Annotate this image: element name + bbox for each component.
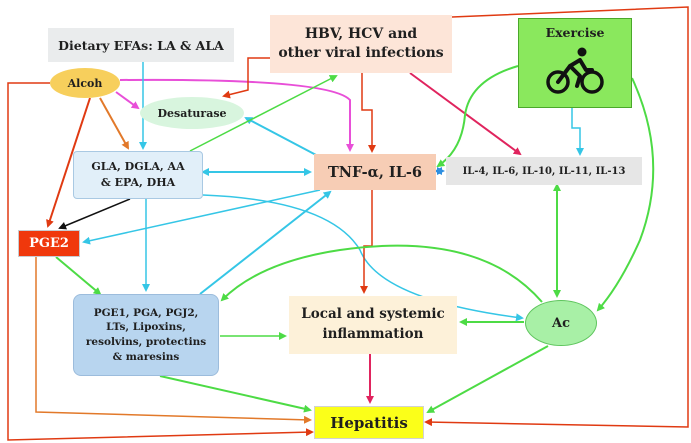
node-lipid-mediators-line-3: resolvins, protectins	[85, 336, 207, 348]
node-lipid-mediators-line-2: LTs, Lipoxins,	[106, 321, 186, 334]
arrow-viral-to-tnf	[361, 73, 376, 153]
arrow-alcohol-to-fatty-acids	[99, 97, 129, 150]
arrow-exercise-to-tnf	[436, 65, 519, 168]
arrow-fatty-acids-to-viral	[189, 75, 338, 152]
node-exercise: Exercise	[518, 18, 632, 108]
arrow-exercise-to-ac	[596, 77, 655, 312]
arrow-tnf-to-pge2	[82, 189, 321, 245]
node-inflammation-line-1: Local and systemic	[301, 306, 445, 323]
node-viral-line-1: HBV, HCV and	[304, 26, 418, 43]
node-interleukins: IL-4, IL-6, IL-10, IL-11, IL-13	[446, 157, 642, 185]
arrow-ac-to-mediators	[220, 244, 543, 303]
node-pge2-label: PGE2	[29, 236, 69, 251]
arrow-ac-to-hepatitis	[426, 345, 549, 413]
arrow-mediators-to-hepatitis	[159, 375, 312, 413]
node-inflammation-line-2: inflammation	[322, 326, 424, 342]
node-ac-label: Ac	[551, 315, 570, 331]
arrow-alcohol-to-hepatitis	[7, 82, 314, 441]
node-pge2: PGE2	[18, 230, 80, 257]
node-fatty-acids: GLA, DGLA, AA & EPA, DHA	[73, 151, 203, 199]
node-viral-infections: HBV, HCV and other viral infections	[270, 15, 452, 73]
arrow-viral-to-desaturase	[222, 57, 270, 99]
node-interleukins-label: IL-4, IL-6, IL-10, IL-11, IL-13	[462, 165, 626, 177]
node-viral-line-2: other viral infections	[278, 45, 444, 61]
arrow-pge2-to-mediators	[55, 256, 102, 296]
arrow-mediators-to-tnf	[199, 190, 332, 295]
node-tnf-il6: TNF-α, IL-6	[314, 154, 436, 190]
node-fatty-acids-line-1: GLA, DGLA, AA	[91, 160, 185, 174]
node-fatty-acids-line-2: & EPA, DHA	[100, 176, 176, 189]
node-exercise-label: Exercise	[545, 25, 605, 40]
node-lipid-mediators-line-1: PGE1, PGA, PGJ2,	[93, 306, 199, 319]
node-alcohol-label: Alcoh	[67, 76, 103, 90]
node-desaturase-label: Desaturase	[157, 106, 227, 120]
node-lipid-mediators-line-4: & maresins	[112, 350, 180, 363]
node-alcohol: Alcoh	[50, 68, 120, 98]
node-ac: Ac	[525, 300, 597, 346]
arrow-pge2-to-hepatitis	[35, 257, 312, 424]
node-hepatitis-label: Hepatitis	[330, 413, 408, 432]
node-dietary-efas-label: Dietary EFAs: LA & ALA	[58, 37, 224, 53]
arrow-alcohol-to-tnf	[119, 78, 354, 152]
arrow-tnf-to-inflammation	[360, 190, 373, 294]
node-lipid-mediators: PGE1, PGA, PGJ2, LTs, Lipoxins, resolvin…	[73, 294, 219, 376]
arrow-alcohol-to-pge2	[46, 97, 91, 228]
node-tnf-il6-label: TNF-α, IL-6	[327, 163, 423, 181]
node-desaturase: Desaturase	[140, 97, 244, 129]
arrow-tnf-to-desaturase	[244, 117, 319, 157]
node-dietary-efas: Dietary EFAs: LA & ALA	[48, 28, 234, 62]
node-hepatitis: Hepatitis	[314, 406, 424, 439]
cyclist-icon	[546, 47, 604, 94]
arrow-exercise-to-interleukins	[571, 108, 584, 156]
node-inflammation: Local and systemic inflammation	[289, 296, 457, 354]
arrow-viral-to-hepatitis	[424, 6, 689, 428]
arrow-alcohol-to-desaturase	[115, 91, 140, 110]
arrow-fatty-acids-to-pge2	[58, 198, 131, 230]
